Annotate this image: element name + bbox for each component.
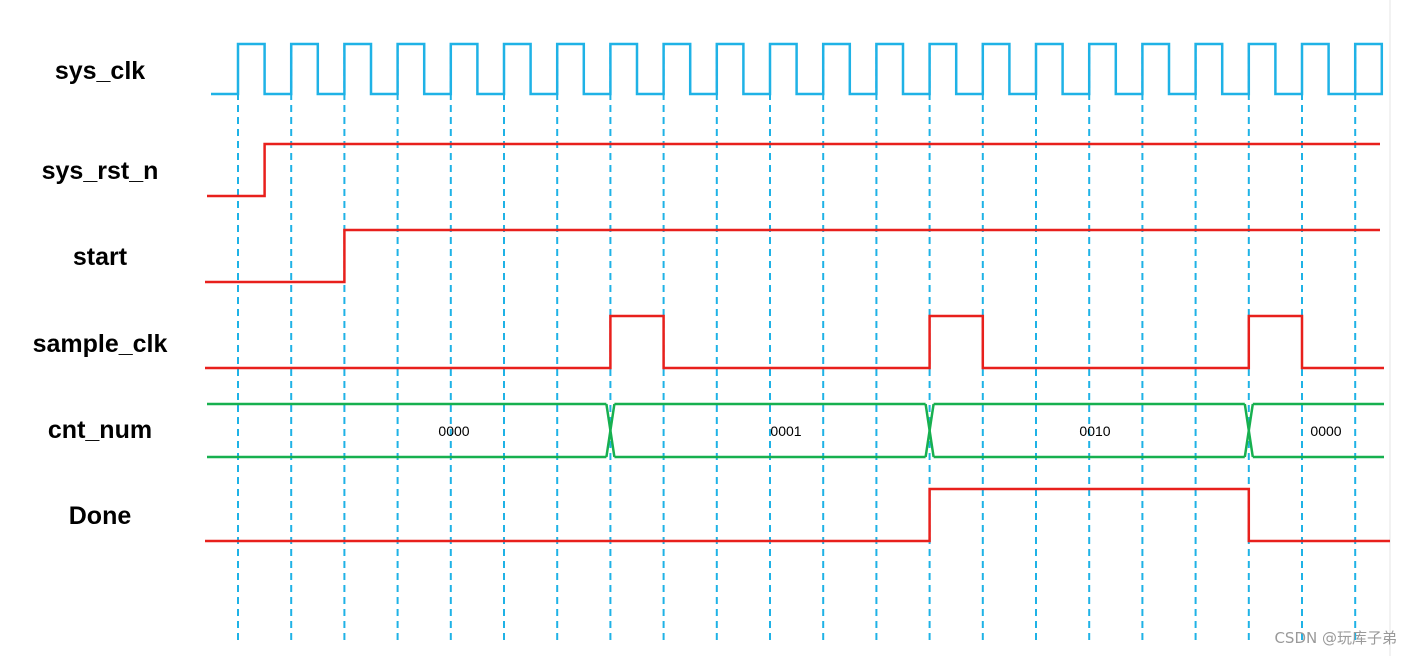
label-sys-clk: sys_clk (55, 57, 145, 85)
label-sys-rst-n: sys_rst_n (42, 157, 159, 185)
waveform-sample-clk (205, 314, 1384, 370)
label-sample-clk: sample_clk (33, 330, 168, 358)
waveform-sys-clk (211, 42, 1384, 96)
waveforms (205, 42, 1390, 543)
gridlines (237, 0, 1391, 656)
waveform-sys-rst-n (207, 142, 1380, 198)
label-cnt-num: cnt_num (48, 416, 152, 444)
cnt-num-transition (1243, 403, 1255, 458)
cnt-num-value-3: 0000 (1310, 423, 1341, 439)
cnt-num-transition (924, 403, 935, 458)
label-done: Done (69, 502, 132, 530)
cnt-num-value-2: 0010 (1079, 423, 1110, 439)
cnt-num-value-1: 0001 (770, 423, 801, 439)
waveform-done (205, 487, 1390, 543)
label-start: start (73, 243, 128, 271)
watermark: CSDN @玩库子弟 (1274, 629, 1397, 647)
cnt-num-transition (605, 403, 616, 458)
waveform-start (205, 228, 1380, 284)
cnt-num-value-0: 0000 (438, 423, 469, 439)
